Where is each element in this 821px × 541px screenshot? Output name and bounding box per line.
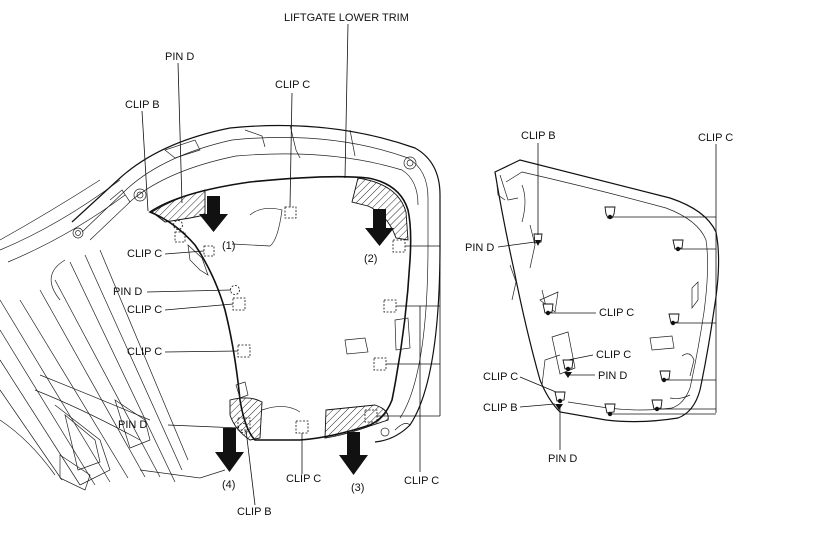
step-label-1: (1) (222, 240, 235, 252)
label-clip-c-top: CLIP C (275, 79, 310, 91)
label-pin-d-bottom: PIN D (118, 419, 147, 431)
clip-box (295, 420, 309, 434)
left-labels: LIFTGATE LOWER TRIM CLIP C PIN D CLIP B … (113, 12, 439, 518)
right-labels: CLIP B CLIP C PIN D CLIP C CLIP C PIN D … (465, 130, 733, 465)
arrow-down-icon (215, 428, 244, 472)
clip-box (232, 297, 246, 311)
label-clip-b-top: CLIP B (125, 99, 160, 111)
label-clip-c-left-3: CLIP C (127, 346, 162, 358)
arrow-down-icon (199, 196, 228, 232)
label-clip-c-right-lower: CLIP C (596, 349, 631, 361)
step-label-3: (3) (351, 482, 364, 494)
hatch-lower-left (229, 397, 263, 441)
right-leader-lines (497, 143, 717, 450)
pin-icon (555, 404, 563, 410)
rear-glass-lines (0, 179, 189, 486)
liftgate-outer-frame (71, 124, 441, 443)
clip-box (237, 344, 251, 358)
clip-location-boxes (173, 206, 406, 434)
label-pin-d-right: PIN D (465, 242, 494, 254)
clip-box (237, 417, 251, 431)
label-clip-b-right-top: CLIP B (521, 130, 556, 142)
step-label-4: (4) (222, 479, 235, 491)
trim-panel-outline (494, 159, 720, 423)
clip-box (174, 231, 186, 243)
pin-icon (535, 240, 541, 246)
liftgate-lower-trim-panel (148, 175, 412, 441)
lower-left-structure (0, 374, 226, 491)
clip-icon (659, 370, 671, 381)
hatch-lower-right (324, 404, 389, 439)
label-pin-d-right-bottom: PIN D (548, 453, 577, 465)
clip-icon (565, 366, 571, 372)
left-liftgate-view: LIFTGATE LOWER TRIM CLIP C PIN D CLIP B … (0, 12, 441, 518)
pin-circle (173, 220, 183, 230)
clip-box (203, 245, 215, 257)
clip-icon (557, 398, 563, 404)
pin-circle (238, 423, 248, 433)
clip-icon (604, 206, 616, 219)
right-trim-detail-view: CLIP B CLIP C PIN D CLIP C CLIP C PIN D … (465, 130, 733, 465)
clip-box (284, 206, 297, 219)
label-clip-c-right-left: CLIP C (483, 371, 518, 383)
clip-box (373, 357, 387, 371)
hatch-upper-left (151, 189, 206, 223)
label-pin-d-top: PIN D (165, 51, 194, 63)
label-pin-d-right-lower: PIN D (598, 370, 627, 382)
label-clip-c-right-mid: CLIP C (599, 307, 634, 319)
pin-circle (230, 285, 240, 295)
clip-icon (554, 391, 566, 402)
hatched-clip-regions (151, 177, 409, 441)
arrow-down-icon (365, 209, 394, 246)
label-clip-b-right-left: CLIP B (483, 402, 518, 414)
clip-icon (542, 303, 554, 314)
clip-icon (651, 399, 663, 410)
clip-box (383, 299, 397, 313)
left-leader-lines (141, 23, 441, 506)
step-label-2: (2) (364, 253, 377, 265)
label-clip-c-left-1: CLIP C (127, 248, 162, 260)
label-clip-c-right: CLIP C (404, 475, 439, 487)
label-clip-b-bottom: CLIP B (237, 506, 272, 518)
removal-arrows (199, 196, 394, 475)
label-clip-c-bottom: CLIP C (286, 473, 321, 485)
clip-icon (668, 313, 680, 324)
arrow-down-icon (339, 432, 368, 475)
label-liftgate-lower-trim: LIFTGATE LOWER TRIM (284, 12, 409, 24)
clip-icon (604, 403, 616, 414)
label-clip-c-left-2: CLIP C (127, 304, 162, 316)
label-pin-d-left: PIN D (113, 286, 142, 298)
clip-icon (672, 239, 684, 250)
clip-box (392, 239, 406, 253)
label-clip-c-right-top: CLIP C (698, 132, 733, 144)
